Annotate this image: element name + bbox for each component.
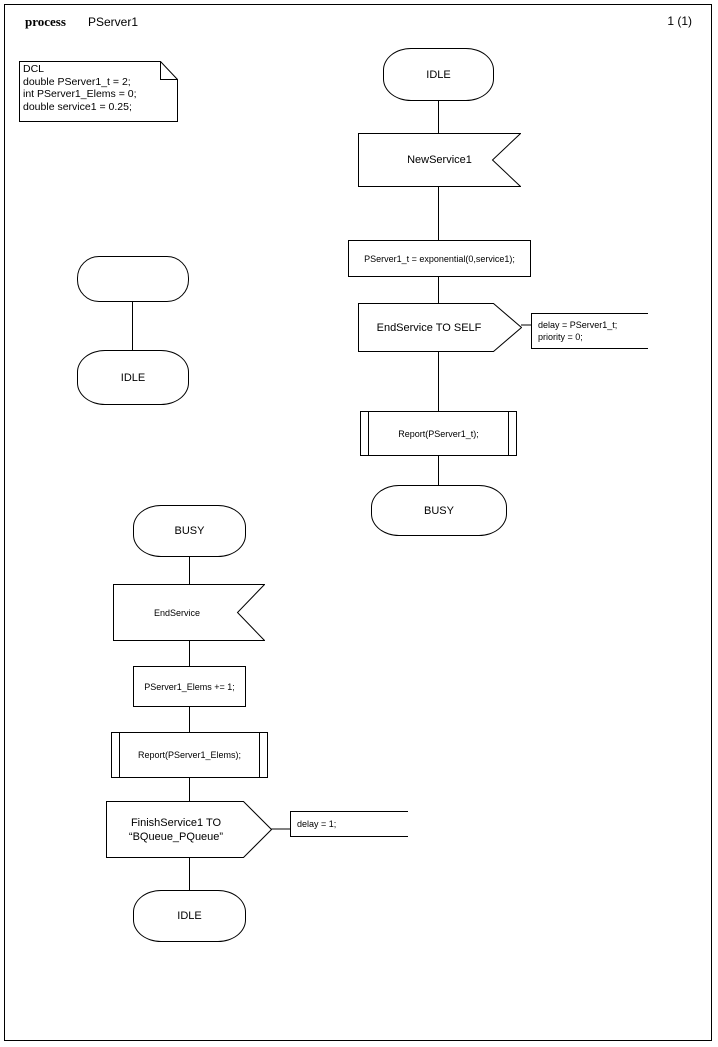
state-idle-bottom: IDLE [133, 890, 246, 942]
connector-line [132, 302, 133, 350]
start-symbol [77, 256, 189, 302]
procedure-report-elems: Report(PServer1_Elems); [111, 732, 268, 778]
connector-line [438, 456, 439, 485]
connector-line [438, 352, 439, 411]
dcl-note-text: DCL double PServer1_t = 2; int PServer1_… [23, 63, 137, 113]
connector-line [438, 187, 439, 240]
page-frame [4, 4, 712, 1041]
state-idle-left: IDLE [77, 350, 189, 405]
connector-line [438, 277, 439, 303]
connector-line [189, 641, 190, 666]
dcl-note: DCL double PServer1_t = 2; int PServer1_… [19, 61, 178, 122]
task-label: PServer1_Elems += 1; [144, 681, 235, 692]
comment-leader-line [271, 822, 291, 836]
connector-line [189, 707, 190, 732]
state-idle-top: IDLE [383, 48, 494, 101]
comment-text: delay = PServer1_t; priority = 0; [538, 320, 618, 342]
comment-leader-line [521, 318, 533, 332]
state-busy-bottom: BUSY [133, 505, 246, 557]
connector-line [438, 101, 439, 133]
procedure-report-pserver1t: Report(PServer1_t); [360, 411, 517, 456]
input-newservice1: NewService1 [358, 133, 521, 187]
state-label: IDLE [120, 371, 146, 384]
output-finishservice1: FinishService1 TO “BQueue_PQueue” [106, 801, 272, 858]
state-label: IDLE [426, 68, 451, 81]
connector-line [189, 858, 190, 890]
comment-delay-priority: delay = PServer1_t; priority = 0; [531, 313, 648, 349]
comment-text: delay = 1; [297, 819, 337, 829]
page-title: PServer1 [88, 15, 139, 29]
state-busy-right: BUSY [371, 485, 507, 536]
input-endservice: EndService [113, 584, 265, 641]
process-keyword: process [25, 14, 66, 29]
output-endservice-self: EndService TO SELF [358, 303, 522, 352]
state-label: BUSY [174, 525, 205, 537]
connector-line [189, 557, 190, 584]
state-label: BUSY [424, 504, 454, 517]
connector-line [189, 778, 190, 801]
page-number: 1 (1) [667, 14, 692, 28]
comment-delay: delay = 1; [290, 811, 408, 837]
task-label: PServer1_t = exponential(0,service1); [364, 253, 515, 264]
task-exponential: PServer1_t = exponential(0,service1); [348, 240, 531, 277]
task-increment-elems: PServer1_Elems += 1; [133, 666, 246, 707]
state-label: IDLE [177, 910, 202, 922]
